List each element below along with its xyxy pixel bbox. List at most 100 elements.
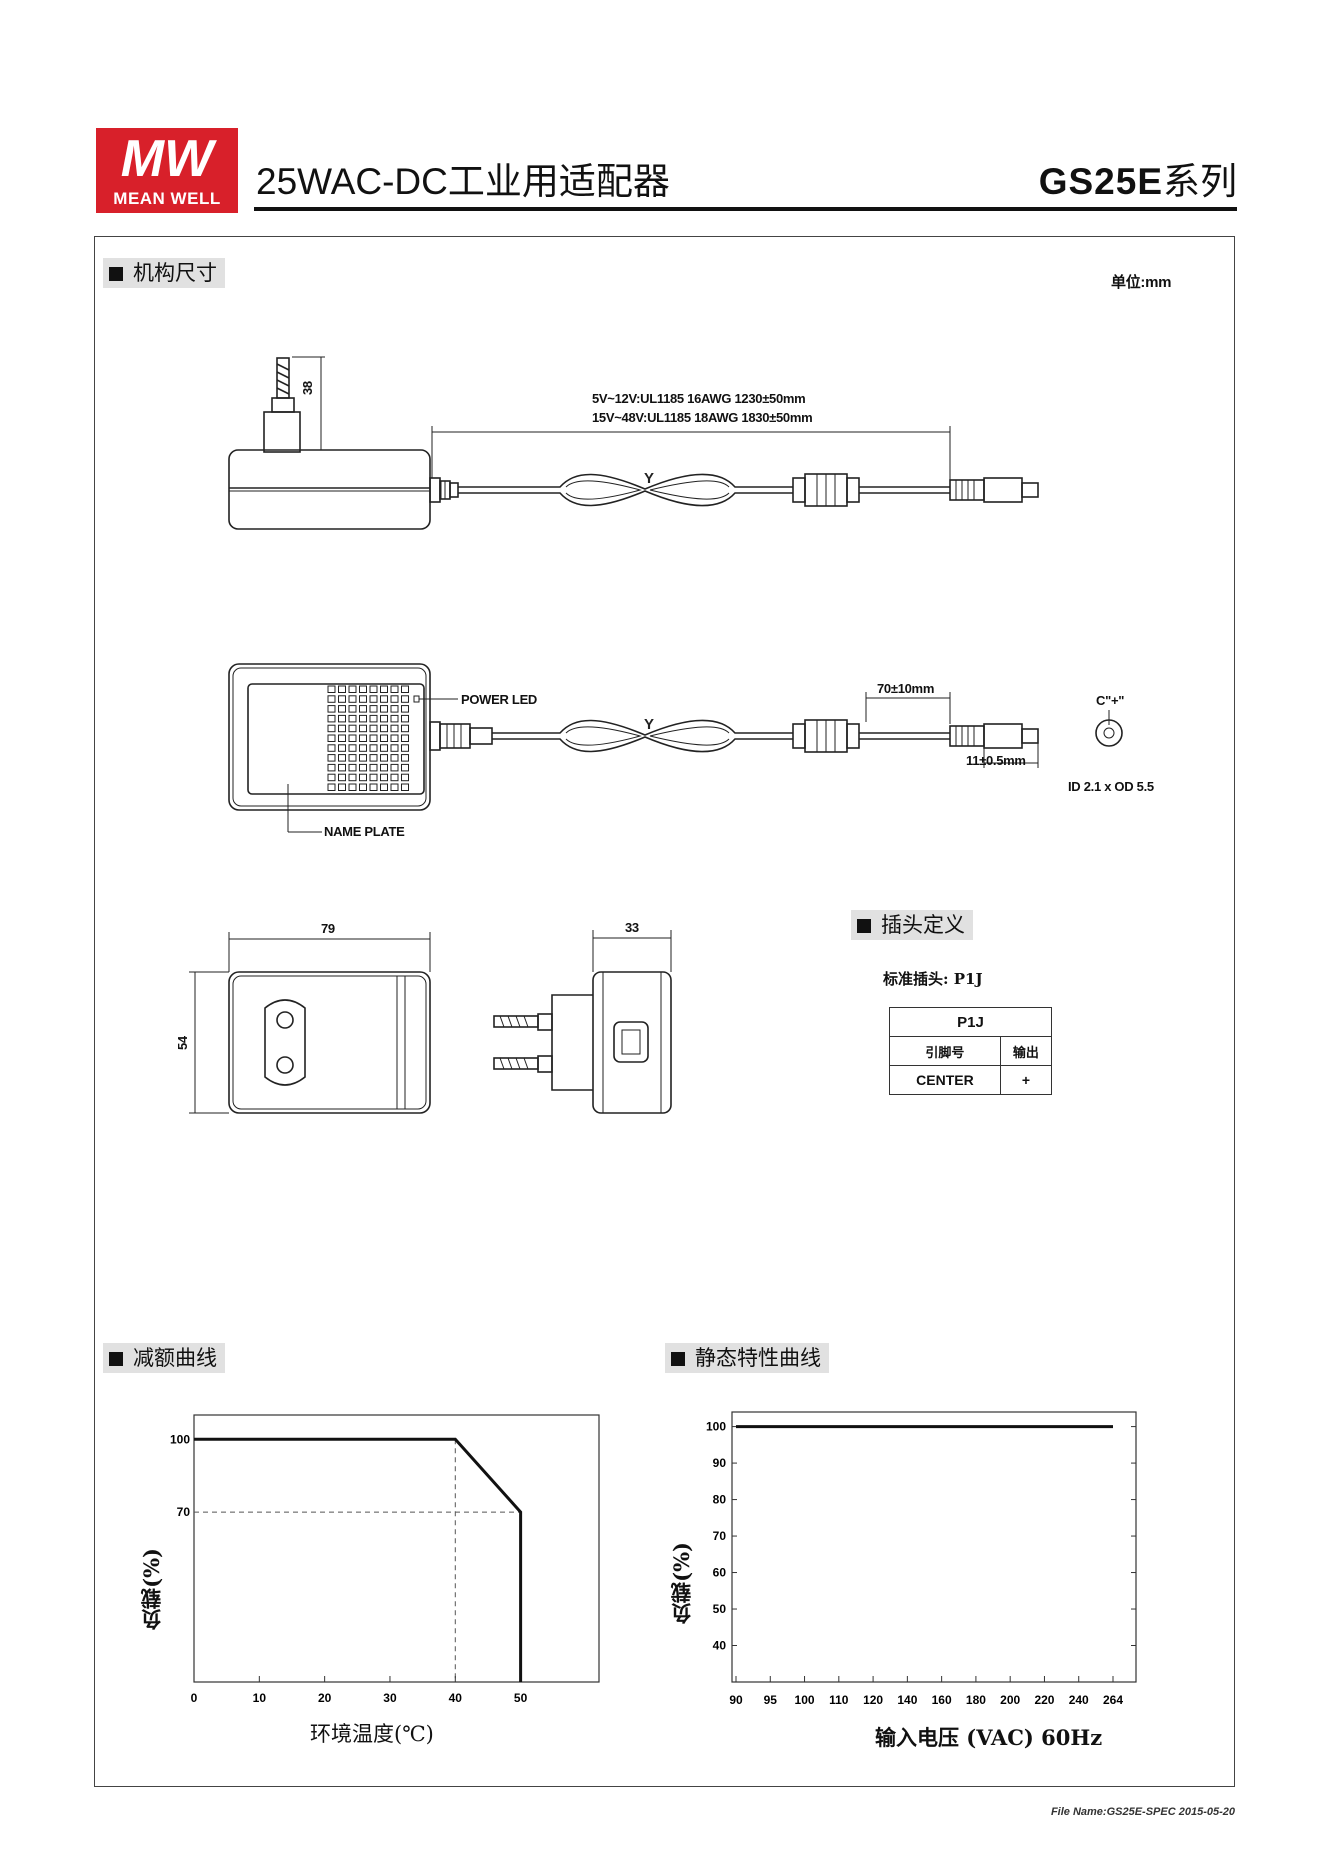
- vent-hole: [338, 754, 346, 762]
- vent-hole: [327, 783, 336, 791]
- derating-curve: [194, 1437, 523, 1682]
- logo-text: MEAN WELL: [113, 189, 221, 208]
- vent-hole: [380, 714, 388, 723]
- cable-y-mark-2: Y: [644, 716, 654, 733]
- vent-hole: [348, 714, 357, 723]
- y-tick-label: 100: [706, 1420, 726, 1434]
- side-view-drawing: Y: [228, 356, 1039, 530]
- vent-hole: [401, 734, 409, 742]
- table-row: CENTER +: [889, 1065, 1053, 1095]
- vent-hole: [338, 724, 346, 733]
- x-tick-label: 90: [729, 1693, 743, 1707]
- vent-hole: [327, 773, 336, 782]
- pin-table: P1J 引脚号 输出 CENTER +: [889, 1007, 1053, 1095]
- section-title-text: 静态特性曲线: [695, 1346, 821, 1370]
- section-title-derating: 减额曲线: [103, 1343, 225, 1373]
- vent-hole: [348, 754, 357, 762]
- front-view-drawing: [189, 932, 431, 1114]
- vent-hole: [390, 685, 399, 693]
- header-rule: [254, 207, 1237, 211]
- x-tick-label: 264: [1103, 1693, 1123, 1707]
- vent-hole: [390, 695, 399, 703]
- x-tick-label: 50: [514, 1691, 528, 1705]
- y-tick-label: 40: [713, 1639, 727, 1653]
- derating-x-axis-title: 环境温度(℃): [310, 1722, 434, 1746]
- vent-hole: [390, 783, 399, 791]
- vent-hole: [369, 763, 378, 772]
- y-tick-label: 100: [170, 1432, 190, 1446]
- x-tick-label: 140: [897, 1693, 917, 1707]
- y-tick-label: 50: [713, 1602, 727, 1616]
- vent-hole: [327, 744, 336, 752]
- cable-spec-line1: 5V~12V:UL1185 16AWG 1230±50mm: [592, 391, 806, 406]
- vent-hole: [348, 705, 357, 713]
- vent-hole: [359, 685, 367, 693]
- vent-hole: [338, 734, 346, 742]
- vent-hole: [327, 695, 336, 703]
- dim-79-label: 79: [321, 921, 335, 936]
- vent-hole: [338, 705, 346, 713]
- vent-hole: [327, 705, 336, 713]
- cable-y-mark: Y: [644, 470, 654, 487]
- vent-hole: [390, 744, 399, 752]
- x-tick-label: 40: [449, 1691, 463, 1705]
- vent-hole: [369, 783, 378, 791]
- section-bullet-icon: [109, 1352, 123, 1366]
- x-tick-label: 0: [191, 1691, 198, 1705]
- vent-hole: [401, 705, 409, 713]
- x-tick-label: 240: [1069, 1693, 1089, 1707]
- vent-hole: [380, 705, 388, 713]
- vent-hole: [348, 734, 357, 742]
- name-plate-label: NAME PLATE: [324, 824, 405, 839]
- vent-hole: [390, 754, 399, 762]
- main-frame: [94, 236, 1235, 1787]
- x-tick-label: 30: [383, 1691, 397, 1705]
- static-plot-frame: [731, 1411, 1137, 1683]
- y-tick-label: 60: [713, 1566, 727, 1580]
- vent-hole: [380, 695, 388, 703]
- vent-hole: [327, 714, 336, 723]
- socket-outline: [264, 999, 306, 1086]
- section-title-text: 减额曲线: [133, 1346, 217, 1370]
- vent-hole: [369, 754, 378, 762]
- connector-polarity-label: C"+": [1096, 693, 1125, 708]
- vent-hole: [401, 744, 409, 752]
- vent-hole: [338, 695, 346, 703]
- vent-hole: [359, 744, 367, 752]
- vent-hole: [380, 744, 388, 752]
- section-bullet-icon: [857, 919, 871, 933]
- vent-hole: [380, 734, 388, 742]
- vent-hole: [327, 763, 336, 772]
- vent-hole: [348, 783, 357, 791]
- vent-hole: [359, 705, 367, 713]
- y-tick-label: 90: [713, 1456, 727, 1470]
- vent-hole: [369, 773, 378, 782]
- vent-hole: [348, 744, 357, 752]
- vent-hole: [338, 783, 346, 791]
- y-tick-label: 70: [713, 1529, 727, 1543]
- vent-hole: [338, 685, 346, 693]
- vent-hole: [338, 744, 346, 752]
- vent-hole: [390, 705, 399, 713]
- vent-hole: [380, 773, 388, 782]
- connector-front-inner: [1103, 727, 1115, 739]
- vent-hole: [401, 714, 409, 723]
- socket-hole-top: [276, 1011, 294, 1029]
- plug-side-body: [592, 971, 672, 1114]
- vent-hole: [348, 685, 357, 693]
- output-cell: +: [999, 1065, 1053, 1095]
- section-title-text: 机构尺寸: [133, 261, 217, 285]
- vent-hole: [401, 783, 409, 791]
- x-tick-label: 20: [318, 1691, 332, 1705]
- vent-hole: [380, 783, 388, 791]
- vent-hole: [390, 714, 399, 723]
- mean-well-logo: MW MEAN WELL: [96, 128, 238, 213]
- power-led-label: POWER LED: [461, 692, 538, 707]
- series-name: GS25E系列: [1039, 160, 1237, 204]
- vent-hole: [327, 685, 336, 693]
- section-title-static: 静态特性曲线: [665, 1343, 829, 1373]
- vent-hole: [390, 773, 399, 782]
- x-tick-label: 160: [932, 1693, 952, 1707]
